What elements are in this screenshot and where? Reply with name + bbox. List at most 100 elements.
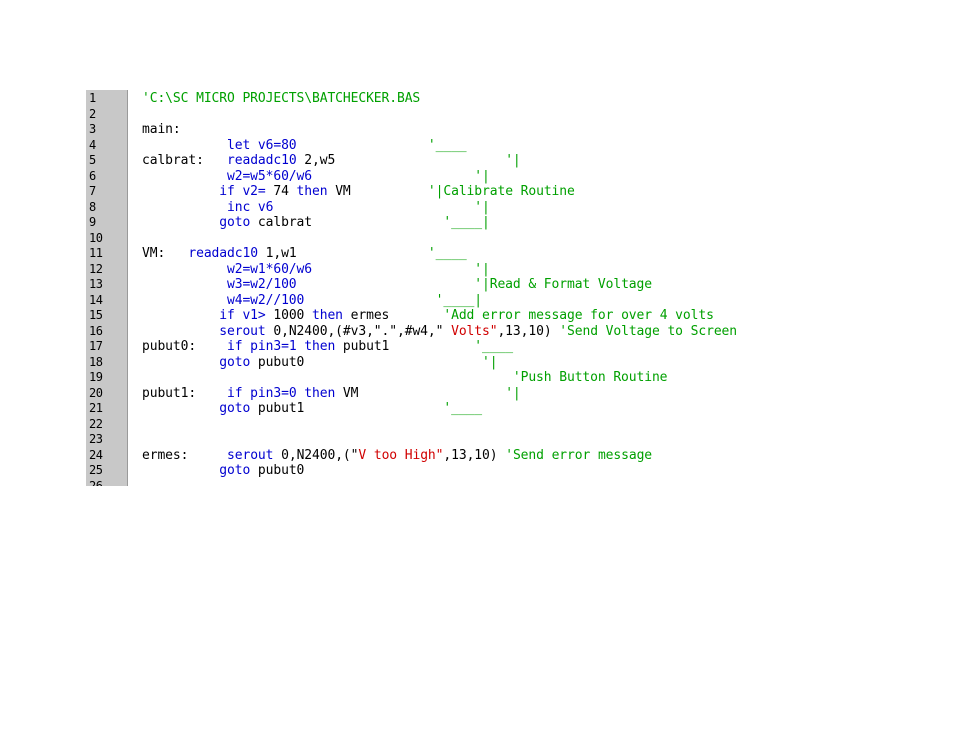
code-line[interactable]: let v6=80 '____ [142, 138, 467, 154]
line-number: 11 [89, 246, 103, 260]
line-number: 9 [89, 215, 96, 229]
code-line[interactable]: w2=w5*60/w6 '| [142, 169, 490, 185]
code-keyword: readadc10 [203, 153, 305, 168]
code-comment: '____ [296, 137, 467, 153]
line-number: 6 [89, 168, 96, 183]
code-keyword: readadc10 [188, 246, 266, 261]
line-number: 8 [89, 199, 96, 214]
code-text: calbrat [257, 215, 312, 230]
line-number: 2 [89, 106, 96, 121]
code-keyword: if pin3=1 [196, 339, 305, 354]
code-text: 0,N2400,(#v3,".",#w4," [273, 323, 444, 339]
code-line[interactable]: goto pubut1 '____ [142, 401, 482, 417]
code-line[interactable]: ermes: serout 0,N2400,("V too High",13,1… [142, 448, 652, 464]
line-number: 5 [89, 153, 96, 167]
code-line[interactable]: main: [142, 122, 181, 138]
code-line[interactable]: if v1> 1000 then ermes 'Add error messag… [142, 308, 714, 324]
code-line[interactable]: serout 0,N2400,(#v3,".",#w4," Volts",13,… [142, 324, 737, 340]
line-number: 3 [89, 122, 96, 136]
line-number: 18 [89, 354, 103, 369]
code-keyword: goto [142, 401, 258, 416]
code-text: pubut0 [257, 354, 305, 370]
code-text: VM [335, 184, 351, 199]
code-keyword: w2=w5*60/w6 [142, 168, 312, 184]
line-number: 21 [89, 401, 103, 415]
line-number: 17 [89, 339, 103, 353]
code-comment: '| [335, 153, 521, 168]
code-keyword: then [296, 184, 336, 199]
code-comment: '____ [389, 339, 513, 354]
code-comment: '____| [312, 215, 490, 230]
line-number: 12 [89, 261, 103, 276]
code-text: 74 [273, 184, 297, 199]
code-text: 1000 [273, 308, 312, 323]
code-text: pubut0 [257, 463, 305, 478]
code-line[interactable]: pubut1: if pin3=0 then VM '| [142, 386, 521, 402]
code-keyword: then [312, 308, 351, 323]
line-number: 14 [89, 292, 103, 307]
code-comment: 'Send Voltage to Screen [559, 323, 737, 339]
code-line[interactable]: w4=w2//100 '____| [142, 293, 482, 309]
code-line[interactable]: w2=w1*60/w6 '| [142, 262, 490, 278]
code-text: pubut1 [342, 339, 390, 354]
code-line[interactable]: 'Push Button Routine [142, 370, 668, 386]
code-text: 2,w5 [304, 153, 336, 168]
code-keyword: serout [188, 447, 282, 463]
code-line[interactable]: calbrat: readadc10 2,w5 '| [142, 153, 521, 169]
code-keyword: serout [142, 323, 274, 339]
code-comment: '____ [296, 246, 467, 261]
code-keyword: inc v6 [142, 199, 274, 215]
code-line[interactable]: pubut0: if pin3=1 then pubut1 '____ [142, 339, 513, 355]
code-text: main: [142, 122, 181, 137]
code-line[interactable]: w3=w2/100 '|Read & Format Voltage [142, 277, 652, 293]
code-text: 0,N2400,(" [281, 447, 359, 463]
code-line[interactable]: goto calbrat '____| [142, 215, 490, 231]
code-comment: '____ [304, 401, 482, 416]
line-number: 20 [89, 385, 103, 400]
line-number: 16 [89, 323, 103, 338]
code-line[interactable]: VM: readadc10 1,w1 '____ [142, 246, 467, 262]
code-comment: '____| [304, 292, 482, 308]
code-comment: '|Read & Format Voltage [296, 277, 652, 292]
code-text: VM: [142, 246, 189, 261]
line-number: 15 [89, 308, 103, 322]
code-line[interactable]: 'C:\SC MICRO PROJECTS\BATCHECKER.BAS [142, 91, 420, 107]
code-comment: '| [273, 199, 490, 215]
line-number: 19 [89, 370, 103, 384]
code-string: V too High" [358, 447, 444, 463]
code-comment: '| [312, 168, 490, 184]
line-number: 1 [89, 91, 96, 105]
code-keyword: if v1> [142, 308, 274, 323]
line-number: 13 [89, 277, 103, 291]
code-comment: 'Add error message for over 4 volts [389, 308, 714, 323]
code-keyword: w2=w1*60/w6 [142, 261, 312, 277]
code-keyword: then [304, 385, 343, 401]
line-number: 7 [89, 184, 96, 198]
code-text: calbrat: [142, 153, 204, 168]
code-line[interactable]: if v2= 74 then VM '|Calibrate Routine [142, 184, 575, 200]
code-keyword: w4=w2//100 [142, 292, 305, 308]
code-keyword: if pin3=0 [196, 385, 305, 401]
code-keyword: then [304, 339, 343, 354]
code-comment: 'C:\SC MICRO PROJECTS\BATCHECKER.BAS [142, 91, 421, 106]
line-number: 4 [89, 137, 96, 152]
code-keyword: goto [142, 354, 258, 370]
code-text: pubut0: [142, 339, 197, 354]
code-line[interactable]: inc v6 '| [142, 200, 490, 216]
code-line[interactable]: goto pubut0 [142, 463, 304, 479]
code-text: VM [342, 385, 359, 401]
code-text: ermes [350, 308, 390, 323]
code-comment: 'Push Button Routine [142, 370, 668, 385]
code-keyword: if v2= [142, 184, 274, 199]
code-text: ,13,10) [443, 447, 506, 463]
code-keyword: w3=w2/100 [142, 277, 297, 292]
code-comment: '|Calibrate Routine [350, 184, 575, 199]
code-keyword: goto [142, 215, 258, 230]
code-keyword: let v6=80 [142, 137, 297, 153]
code-text: pubut1 [257, 401, 305, 416]
code-comment: '| [304, 354, 498, 370]
line-number: 22 [89, 416, 103, 431]
code-line[interactable]: goto pubut0 '| [142, 355, 497, 371]
